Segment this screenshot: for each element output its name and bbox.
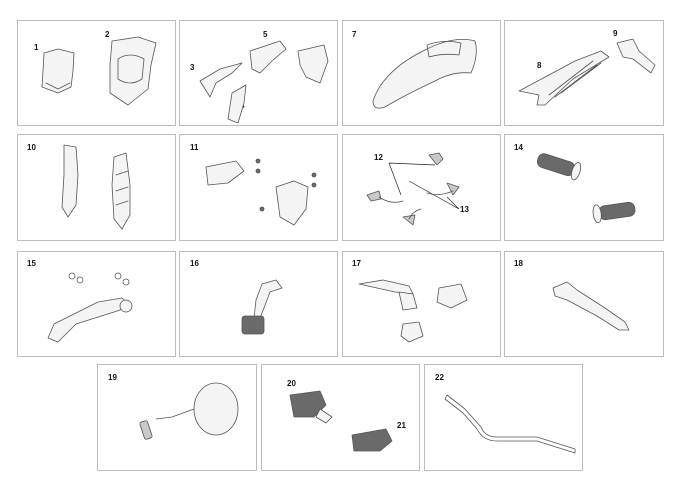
hand-guard-upper-shape bbox=[205, 160, 245, 186]
part-label-15: 15 bbox=[27, 259, 36, 268]
handlebar-drawing bbox=[444, 394, 576, 454]
panel-brake-lever[interactable]: 18 bbox=[504, 251, 664, 357]
panel-clutch-lever[interactable]: 17 bbox=[342, 251, 501, 357]
panel-side-panels[interactable]: 3 4 5 6 bbox=[179, 20, 338, 126]
front-fender-shape bbox=[372, 38, 477, 109]
panel-fork-guards[interactable]: 10 bbox=[17, 134, 176, 241]
turn-signal-top-shape bbox=[428, 152, 444, 166]
gear-shifter-peg-shape bbox=[241, 315, 265, 335]
fork-guard-drawings bbox=[61, 144, 131, 230]
front-fender-drawing bbox=[372, 38, 477, 109]
number-plate-2-shape bbox=[109, 36, 157, 106]
side-panel-5-shape bbox=[249, 40, 287, 74]
mirror-stem-shape bbox=[139, 420, 153, 440]
part-label-22: 22 bbox=[435, 373, 444, 382]
part-label-10: 10 bbox=[27, 143, 36, 152]
frame-guard-8-shape bbox=[518, 50, 610, 106]
panel-front-fender[interactable]: 7 bbox=[342, 20, 501, 126]
side-panel-6-shape bbox=[297, 44, 329, 84]
brake-pedal-shape bbox=[47, 297, 133, 343]
grip-drawings bbox=[536, 153, 636, 224]
side-panel-3-shape bbox=[199, 62, 243, 98]
panel-gear-shifter[interactable]: 16 bbox=[179, 251, 338, 357]
panel-mirror[interactable]: 19 bbox=[97, 364, 257, 471]
part-label-20: 20 bbox=[287, 379, 296, 388]
turn-signal-bottom-shape bbox=[402, 214, 416, 226]
frame-guard-9-shape bbox=[616, 38, 656, 74]
part-label-7: 7 bbox=[352, 30, 357, 39]
part-label-12: 12 bbox=[374, 153, 383, 162]
hand-guard-drawings bbox=[205, 158, 317, 226]
turn-signal-drawings bbox=[366, 152, 460, 226]
part-label-13: 13 bbox=[460, 205, 469, 214]
mirror-drawing bbox=[139, 382, 239, 440]
fork-guard-right-shape bbox=[111, 152, 131, 230]
part-label-1: 1 bbox=[34, 43, 39, 52]
part-label-17: 17 bbox=[352, 259, 361, 268]
panel-turn-signals[interactable]: 12 13 bbox=[342, 134, 501, 241]
side-panel-4-shape bbox=[227, 84, 247, 124]
footpeg-drawings bbox=[289, 390, 393, 452]
part-label-11: 11 bbox=[190, 143, 199, 152]
fork-guard-left-shape bbox=[61, 144, 79, 218]
turn-signal-right-shape bbox=[446, 182, 460, 196]
turn-signal-left-shape bbox=[366, 190, 382, 202]
brake-pedal-drawing bbox=[47, 272, 133, 343]
panel-grips[interactable]: 14 bbox=[504, 134, 664, 241]
part-label-9: 9 bbox=[613, 29, 618, 38]
grip-1-shape bbox=[536, 153, 576, 177]
brake-lever-drawing bbox=[552, 281, 630, 331]
master-cylinder-shape bbox=[436, 283, 468, 309]
part-label-21: 21 bbox=[397, 421, 406, 430]
panel-handlebar[interactable]: 22 bbox=[424, 364, 583, 471]
panel-brake-pedal[interactable]: 15 bbox=[17, 251, 176, 357]
number-plate-drawings bbox=[41, 36, 157, 106]
part-label-19: 19 bbox=[108, 373, 117, 382]
panel-hand-guards[interactable]: 11 bbox=[179, 134, 338, 241]
part-label-5: 5 bbox=[263, 30, 268, 39]
frame-guard-drawings bbox=[518, 38, 656, 106]
part-label-16: 16 bbox=[190, 259, 199, 268]
brake-lever-shape bbox=[552, 281, 630, 331]
gear-shifter-drawing bbox=[241, 279, 283, 335]
handlebar-shape bbox=[444, 394, 576, 454]
mirror-head-shape bbox=[193, 382, 239, 436]
grip-2-shape bbox=[598, 201, 636, 221]
clutch-lever-drawing bbox=[358, 279, 468, 343]
part-label-3: 3 bbox=[190, 63, 195, 72]
part-label-18: 18 bbox=[514, 259, 523, 268]
part-label-14: 14 bbox=[514, 143, 523, 152]
panel-frame-guards[interactable]: 8 9 bbox=[504, 20, 664, 126]
clutch-lever-shape bbox=[358, 279, 414, 295]
part-label-8: 8 bbox=[537, 61, 542, 70]
side-panel-drawings bbox=[199, 40, 329, 124]
footpeg-21-shape bbox=[351, 428, 393, 452]
hand-guard-lower-shape bbox=[275, 180, 309, 226]
gear-shifter-shape bbox=[253, 279, 283, 319]
panel-footpegs[interactable]: 20 21 bbox=[261, 364, 420, 471]
panel-number-plates[interactable]: 1 2 bbox=[17, 20, 176, 126]
number-plate-1-shape bbox=[41, 48, 75, 94]
part-label-2: 2 bbox=[105, 30, 110, 39]
